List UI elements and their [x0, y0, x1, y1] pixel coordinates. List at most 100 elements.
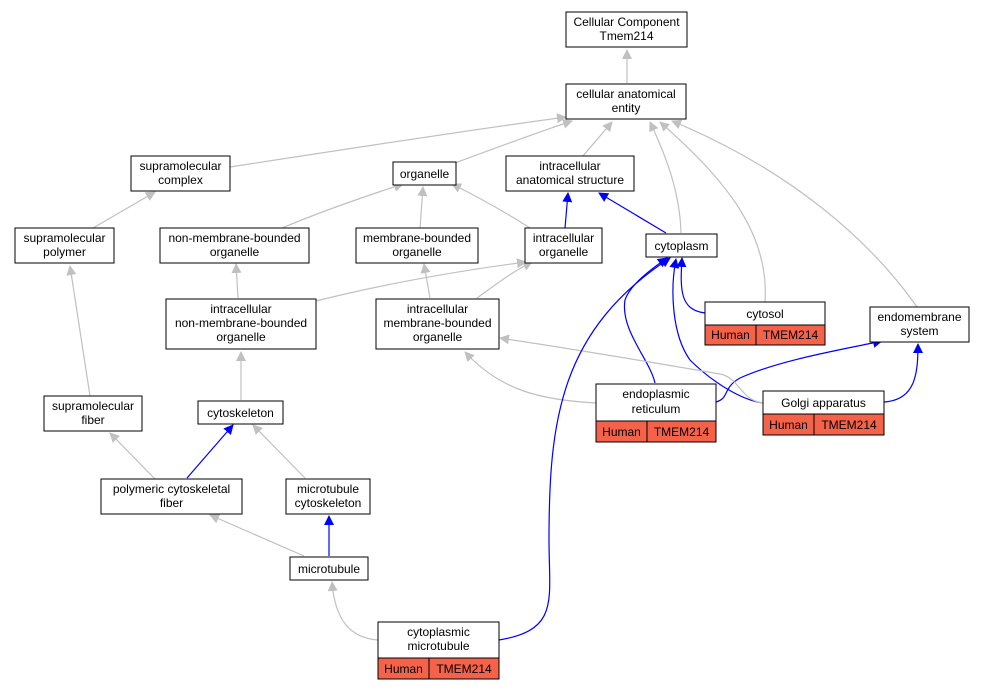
edge-pcf-csk: [186, 424, 234, 479]
edge-golgi-ems: [883, 343, 923, 403]
edge-imbo-mbo: [420, 263, 431, 299]
node-cytoplasm[interactable]: cytoplasm: [645, 233, 718, 258]
edge-imbo-io: [476, 261, 533, 299]
node-mtc-line1: microtubule: [297, 482, 359, 496]
node-cae-line2: entity: [612, 101, 641, 115]
node-intracellular-organelle[interactable]: intracellular organelle: [524, 227, 603, 264]
edge-er-ems: [715, 337, 883, 403]
node-cyto-line1: cytoplasm: [654, 239, 708, 253]
node-cmt-line2: microtubule: [407, 639, 469, 653]
edge-smp-smc: [92, 191, 156, 229]
node-cmt-line1: cytoplasmic: [407, 625, 470, 639]
node-io-line1: intracellular: [533, 231, 594, 245]
edge-ias-cae: [582, 121, 613, 157]
node-microtubule-cytoskeleton[interactable]: microtubule cytoskeleton: [285, 478, 371, 515]
node-intracellular-membrane-bounded-organelle[interactable]: intracellular membrane-bounded organelle: [375, 298, 500, 350]
node-cytosol[interactable]: cytosol Human TMEM214: [704, 301, 826, 346]
edge-er-imbo: [464, 351, 597, 404]
edge-ems-cae: [671, 119, 918, 308]
edge-smf-smp: [66, 265, 91, 397]
node-mtc-line2: cytoskeleton: [295, 496, 362, 510]
node-smc-line2: complex: [158, 173, 203, 187]
node-mbo-line2: organelle: [392, 245, 442, 259]
node-polymeric-cytoskeletal-fiber[interactable]: polymeric cytoskeletal fiber: [100, 478, 243, 515]
node-imbo-line1: intracellular: [407, 302, 468, 316]
node-pcf-line2: fiber: [160, 496, 183, 510]
edge-mbo-org: [417, 186, 428, 229]
edge-golgi-imbo: [499, 334, 764, 404]
node-nmbo-line1: non-membrane-bounded: [168, 231, 300, 245]
node-smf-line2: fiber: [81, 413, 104, 427]
node-cae-line1: cellular anatomical: [576, 87, 675, 101]
node-nmbo-line2: organelle: [210, 245, 260, 259]
node-csk-line1: cytoskeleton: [207, 406, 274, 420]
node-er-species: Human: [602, 425, 641, 439]
node-golgi-line1: Golgi apparatus: [781, 396, 866, 410]
edge-er-cyto: [623, 257, 668, 384]
edge-io-ias: [562, 192, 573, 229]
node-inmbo-line2: non-membrane-bounded: [175, 316, 307, 330]
node-golgi-apparatus[interactable]: Golgi apparatus Human TMEM214: [762, 390, 885, 436]
node-imbo-line3: organelle: [413, 330, 463, 344]
edge-mtc-csk: [252, 424, 306, 479]
node-smp-line2: polymer: [43, 245, 86, 259]
edge-smc-cae: [229, 113, 567, 168]
node-root[interactable]: Cellular Component Tmem214: [565, 11, 688, 48]
edge-mt-pcf: [209, 514, 305, 557]
edge-cmt-cyto: [498, 257, 671, 641]
node-cmt-species: Human: [384, 662, 423, 676]
node-inmbo-line1: intracellular: [210, 302, 271, 316]
node-ems-line2: system: [900, 324, 938, 338]
node-cmt-gene: TMEM214: [436, 662, 492, 676]
node-smp-line1: supramolecular: [23, 231, 105, 245]
node-endoplasmic-reticulum[interactable]: endoplasmic reticulum Human TMEM214: [595, 383, 717, 443]
node-mt-line1: microtubule: [298, 562, 360, 576]
edge-pcf-smf: [109, 432, 156, 480]
node-er-line2: reticulum: [632, 402, 681, 416]
node-cytosol-species: Human: [711, 328, 750, 342]
node-cytosol-gene: TMEM214: [763, 328, 819, 342]
node-supramolecular-complex[interactable]: supramolecular complex: [130, 155, 231, 192]
node-intracellular-anatomical-structure[interactable]: intracellular anatomical structure: [505, 155, 635, 192]
node-org-line1: organelle: [400, 167, 450, 181]
edge-nmbo-org: [281, 182, 404, 229]
edge-cytosol-cyto: [676, 257, 706, 314]
node-cytoplasmic-microtubule[interactable]: cytoplasmic microtubule Human TMEM214: [377, 621, 500, 680]
edges: [66, 49, 923, 641]
edge-io-org: [451, 183, 531, 229]
edge-cyto-cae: [649, 121, 682, 234]
node-mbo-line1: membrane-bounded: [363, 231, 471, 245]
node-smc-line1: supramolecular: [139, 159, 221, 173]
node-io-line2: organelle: [539, 245, 589, 259]
node-imbo-line2: membrane-bounded: [383, 316, 491, 330]
node-pcf-line1: polymeric cytoskeletal: [113, 482, 230, 496]
edge-cyto-ias: [598, 192, 667, 234]
node-ias-line2: anatomical structure: [516, 173, 624, 187]
node-golgi-species: Human: [769, 418, 808, 432]
edge-cytosol-cae: [659, 121, 766, 303]
edge-golgi-cyto: [669, 258, 764, 404]
node-endomembrane-system[interactable]: endomembrane system: [869, 306, 970, 343]
node-cellular-anatomical-entity[interactable]: cellular anatomical entity: [565, 83, 687, 120]
node-supramolecular-fiber[interactable]: supramolecular fiber: [43, 395, 143, 432]
node-supramolecular-polymer[interactable]: supramolecular polymer: [14, 227, 115, 264]
node-golgi-gene: TMEM214: [821, 418, 877, 432]
edge-org-cae: [454, 119, 573, 164]
node-cytosol-line1: cytosol: [746, 307, 783, 321]
node-smf-line1: supramolecular: [52, 399, 134, 413]
node-non-membrane-bounded-organelle[interactable]: non-membrane-bounded organelle: [159, 227, 310, 264]
edge-inmbo-nmbo: [231, 263, 242, 299]
node-intracellular-non-membrane-bounded-organelle[interactable]: intracellular non-membrane-bounded organ…: [165, 298, 317, 350]
edge-cmt-mt: [327, 581, 379, 641]
node-ias-line1: intracellular: [539, 159, 600, 173]
node-er-line1: endoplasmic: [622, 387, 689, 401]
node-organelle[interactable]: organelle: [392, 161, 457, 186]
node-cytoskeleton[interactable]: cytoskeleton: [197, 400, 284, 425]
node-inmbo-line3: organelle: [216, 330, 266, 344]
node-root-line1: Cellular Component: [573, 15, 680, 29]
node-membrane-bounded-organelle[interactable]: membrane-bounded organelle: [355, 227, 479, 264]
node-microtubule[interactable]: microtubule: [289, 556, 369, 581]
node-root-line2: Tmem214: [599, 29, 653, 43]
node-ems-line1: endomembrane: [877, 310, 961, 324]
